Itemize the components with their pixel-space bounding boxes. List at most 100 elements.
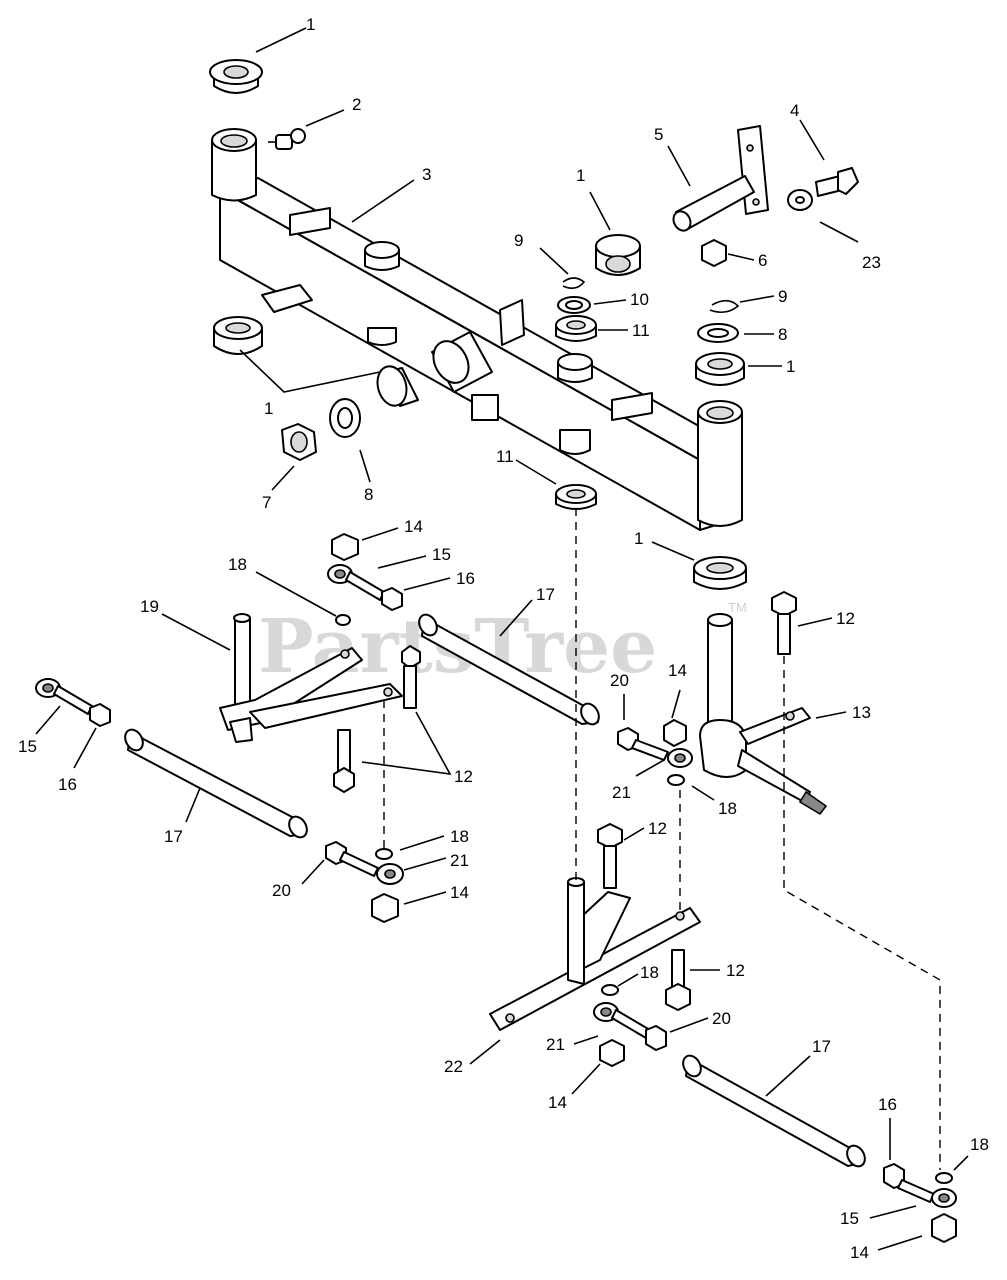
callout: 18: [450, 827, 469, 846]
callout: 17: [164, 827, 183, 846]
bolt-12-center-lower: [665, 949, 691, 1011]
callout: 16: [456, 569, 475, 588]
right-spindle-13: [699, 613, 828, 816]
callout: 12: [836, 609, 855, 628]
callout: 14: [404, 517, 423, 536]
callout: 18: [640, 963, 659, 982]
bolt-12-left-upper: [401, 645, 421, 709]
callout: 13: [852, 703, 871, 722]
flange-bushing-lower-right: [693, 556, 747, 590]
bushing-11-upper: [555, 315, 597, 342]
bolt-12-center-upper: [597, 823, 623, 889]
callout: 14: [450, 883, 469, 902]
hex-nut-large: [281, 423, 317, 461]
callout: 20: [272, 881, 291, 900]
callout: 23: [862, 253, 881, 272]
pivot-bracket-pin: [672, 125, 769, 232]
callout: 16: [878, 1095, 897, 1114]
callout: 15: [840, 1209, 859, 1228]
rod-end-15-right: [897, 1179, 957, 1208]
flange-bushing-center: [376, 365, 419, 407]
washer-10: [557, 296, 591, 314]
callout: 11: [496, 447, 514, 466]
callout: 12: [726, 961, 745, 980]
rod-end-21-mid: [631, 739, 693, 768]
callout: 14: [668, 661, 687, 680]
jam-nut-16-left: [89, 703, 111, 727]
callout: 15: [432, 545, 451, 564]
flange-bushing-left: [213, 316, 263, 355]
washer-18-mid: [667, 774, 685, 786]
callout: 16: [58, 775, 77, 794]
hex-nut-6: [701, 239, 727, 267]
callout: 5: [654, 125, 663, 144]
callout: 18: [970, 1135, 989, 1154]
callout: 18: [228, 555, 247, 574]
callout: 8: [364, 485, 373, 504]
watermark-trademark: TM: [728, 600, 747, 615]
callout: 19: [140, 597, 159, 616]
callout: 20: [712, 1009, 731, 1028]
callout: 12: [648, 819, 667, 838]
callout: 17: [812, 1037, 831, 1056]
rod-end-21-center: [593, 1002, 651, 1039]
callout: 18: [718, 799, 737, 818]
callout: 9: [778, 287, 787, 306]
callout: 21: [546, 1035, 565, 1054]
callout: 2: [352, 95, 361, 114]
tie-rod-17-center: [418, 613, 600, 726]
hex-bolt-4: [815, 167, 859, 197]
washer-18-upper: [335, 614, 351, 626]
rod-end-15-left: [35, 678, 93, 715]
hex-nut-14-left: [371, 893, 399, 923]
callout: 10: [630, 290, 649, 309]
callout: 14: [850, 1243, 869, 1262]
callout-labels: 1 2 3 1 9 10 11 5 4 23 6 9 8 1 1 7 8 11 …: [18, 15, 989, 1262]
hex-nut-14-center: [599, 1039, 625, 1067]
washer-18-left: [375, 848, 393, 860]
bushing-11-lower: [555, 484, 597, 510]
callout: 12: [454, 767, 473, 786]
washer-23: [787, 189, 813, 211]
rod-end-15-upper: [327, 564, 385, 601]
callout: 14: [548, 1093, 567, 1112]
tie-rod-17-right: [682, 1054, 866, 1168]
callout: 21: [450, 851, 469, 870]
jam-nut-16-upper: [381, 587, 403, 611]
washer-right: [697, 323, 739, 343]
callout: 1: [264, 399, 273, 418]
callout: 8: [778, 325, 787, 344]
jam-nut-20-center: [645, 1025, 667, 1051]
alignment-line-right: [783, 656, 941, 1170]
callout: 15: [18, 737, 37, 756]
callout: 4: [790, 101, 799, 120]
grease-fitting: [268, 128, 306, 150]
callout: 21: [612, 783, 631, 802]
retaining-ring-right: [709, 299, 740, 314]
hex-nut-14-right: [931, 1213, 957, 1243]
front-axle-beam: [211, 128, 743, 531]
flange-bushing-upper-mid: [595, 234, 641, 276]
callout: 7: [262, 493, 271, 512]
callout: 1: [306, 15, 315, 34]
callout: 1: [576, 166, 585, 185]
rod-end-21-left: [339, 851, 404, 885]
callout: 1: [786, 357, 795, 376]
tie-rod-17-left: [124, 728, 308, 839]
callout: 11: [632, 321, 650, 340]
callout: 6: [758, 251, 767, 270]
flange-bushing-right: [695, 352, 745, 386]
hex-nut-14-upper: [331, 533, 359, 561]
flange-bushing-top: [209, 59, 263, 94]
callout: 20: [610, 671, 629, 690]
leader-lines: [35, 27, 969, 1251]
callout: 22: [444, 1057, 463, 1076]
bolt-12-left-lower: [333, 729, 355, 793]
callout: 9: [514, 231, 523, 250]
hex-nut-14-mid: [663, 719, 687, 747]
washer-18-right: [935, 1172, 953, 1184]
left-spindle-steering-arm: [219, 613, 403, 743]
bolt-12-right: [771, 591, 797, 655]
washer-18-center: [601, 984, 619, 996]
